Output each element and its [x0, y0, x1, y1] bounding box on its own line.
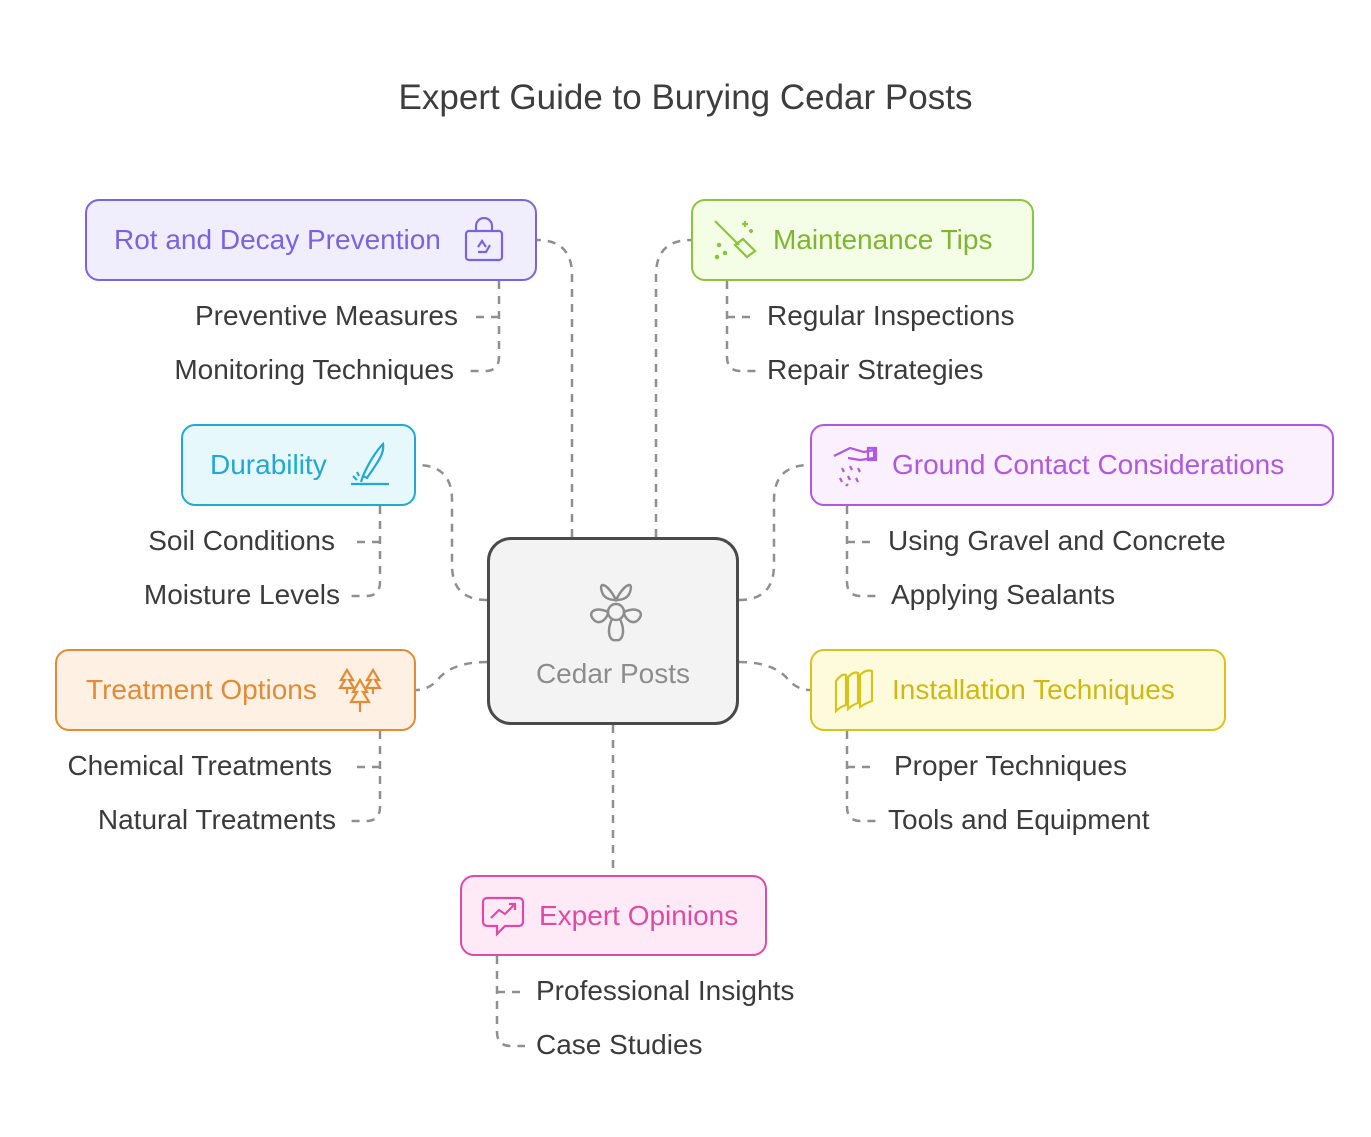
branch-expert-opinions: Expert Opinions — [460, 875, 767, 956]
branch-ground-contact-considerations: Ground Contact Considerations — [810, 424, 1334, 506]
connector-rot — [536, 238, 574, 537]
sub-item-using-gravel-and-concrete: Using Gravel and Concrete — [888, 525, 1226, 556]
branch-rot-and-decay-prevention: Rot and Decay Prevention — [85, 199, 537, 281]
branch-durability: Durability — [181, 424, 416, 506]
diagram-title: Expert Guide to Burying Cedar Posts — [398, 78, 973, 117]
sub-item-moisture-levels: Moisture Levels — [143, 579, 340, 610]
branch-label: Expert Opinions — [539, 899, 739, 931]
branch-treatment-options: Treatment Options — [55, 649, 416, 731]
sub-item-natural-treatments: Natural Treatments — [97, 804, 336, 835]
branch-maintenance-tips: Maintenance Tips — [691, 199, 1034, 281]
hand-drop-icon — [833, 446, 878, 487]
sub-item-soil-conditions: Soil Conditions — [148, 525, 335, 556]
feather-pen-icon — [350, 441, 389, 486]
center-node: Cedar Posts — [487, 537, 739, 725]
sub-item-repair-strategies: Repair Strategies — [767, 354, 984, 385]
sub-item-applying-sealants: Applying Sealants — [891, 579, 1116, 610]
sub-item-tools-and-equipment: Tools and Equipment — [888, 804, 1150, 835]
center-label: Cedar Posts — [535, 658, 691, 689]
sub-item-preventive-measures: Preventive Measures — [194, 300, 458, 331]
sub-item-professional-insights: Professional Insights — [536, 975, 795, 1006]
sub-item-chemical-treatments: Chemical Treatments — [67, 750, 332, 781]
chat-chart-icon — [481, 896, 525, 937]
sub-item-monitoring-techniques: Monitoring Techniques — [174, 354, 454, 385]
connector-ground — [738, 463, 811, 602]
branch-label: Maintenance Tips — [773, 224, 993, 255]
branch-label: Rot and Decay Prevention — [114, 224, 441, 255]
connector-maint — [654, 238, 692, 537]
broom-sparkle-icon — [714, 220, 757, 260]
flower-icon — [589, 583, 643, 642]
branch-label: Durability — [210, 449, 327, 480]
trees-icon — [337, 667, 382, 712]
panels-icon — [834, 669, 874, 713]
connector-treat — [415, 660, 488, 692]
sub-item-regular-inspections: Regular Inspections — [767, 300, 1015, 331]
branch-label: Installation Techniques — [892, 674, 1175, 705]
branch-label: Treatment Options — [86, 674, 317, 705]
connector-dur — [416, 463, 488, 602]
connector-install — [738, 660, 811, 692]
branch-label: Ground Contact Considerations — [892, 449, 1285, 480]
sub-item-proper-techniques: Proper Techniques — [894, 750, 1127, 781]
sub-item-case-studies: Case Studies — [536, 1029, 703, 1060]
recycle-bag-icon — [464, 217, 503, 262]
branch-installation-techniques: Installation Techniques — [810, 649, 1226, 731]
